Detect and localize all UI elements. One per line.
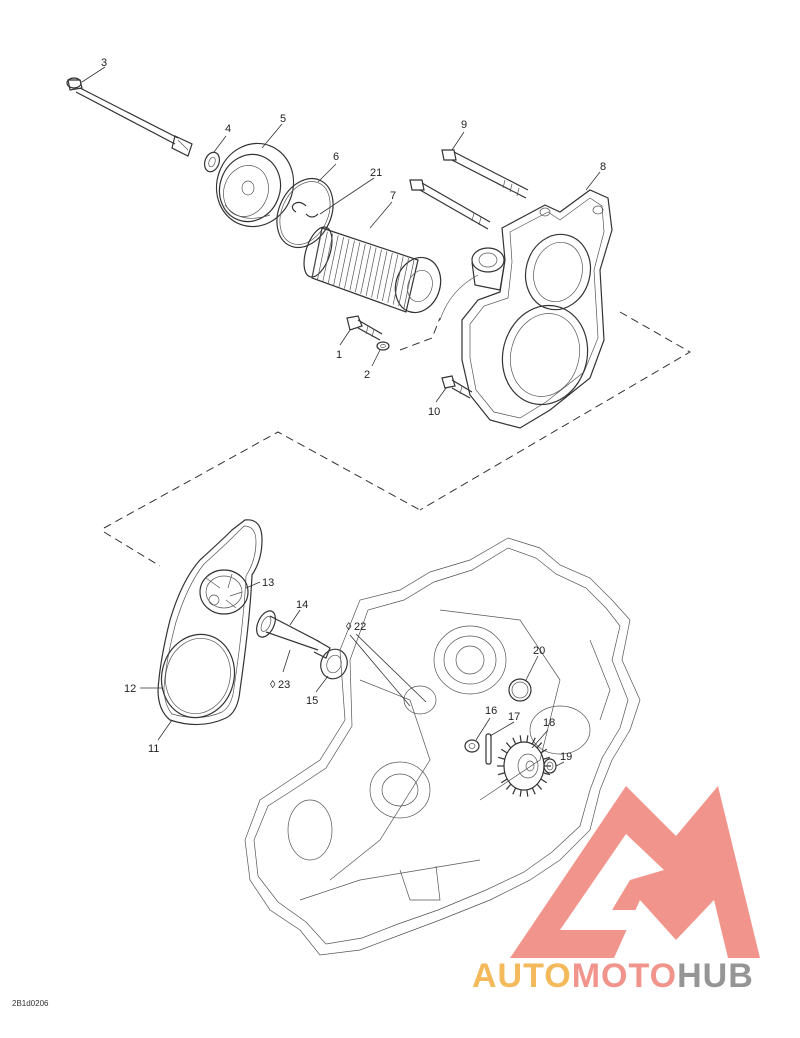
- callout-23: 23: [278, 679, 290, 691]
- callout-labels: 1 2 3 4 5 6 7 8 9 10 11 12 13 14 15 16 1…: [101, 57, 606, 763]
- part-12-o-ring: [160, 633, 236, 719]
- gear-tooth: [505, 783, 512, 790]
- automotohub-logo: AUTOMOTOHUB: [472, 786, 760, 995]
- callout-16: 16: [485, 705, 497, 717]
- part-7-oil-filter: [303, 226, 442, 314]
- part-10-bolt: [441, 375, 473, 399]
- callout-4: 4: [225, 123, 231, 135]
- logo-triangle-cutout: [560, 834, 664, 930]
- part-5-filter-cover: [215, 142, 295, 228]
- logo-text-hub: HUB: [677, 957, 754, 995]
- callout-3: 3: [101, 57, 107, 69]
- callout-13: 13: [262, 577, 274, 589]
- logo-text: AUTOMOTOHUB: [472, 957, 754, 995]
- gear-tooth: [497, 772, 505, 776]
- filter-pleat: [327, 235, 339, 284]
- gear-tooth: [512, 737, 517, 745]
- gear-tooth: [519, 735, 522, 743]
- gear-tooth: [540, 778, 548, 784]
- filter-pleat: [387, 254, 399, 303]
- part-3-long-bolt: [66, 77, 193, 157]
- filter-pleat: [311, 229, 323, 279]
- callout-15: 15: [306, 695, 318, 707]
- part-1-bolt: [346, 315, 383, 341]
- gear-tooth: [543, 772, 551, 776]
- callout-11: 11: [148, 743, 159, 755]
- gear-tooth: [505, 742, 512, 749]
- logo-text-moto: MOTO: [572, 957, 677, 995]
- filter-pleat: [354, 244, 366, 293]
- gear-tooth: [540, 748, 548, 754]
- part-11-cover-gasket: [157, 519, 263, 726]
- callout-2: 2: [364, 369, 370, 381]
- gear-tooth: [519, 789, 522, 797]
- callout-6: 6: [333, 151, 339, 163]
- callout-9: 9: [461, 119, 467, 131]
- filter-pleat: [333, 236, 344, 286]
- callout-12: 12: [124, 683, 136, 695]
- part-18-pump-gear: [497, 735, 551, 797]
- filter-pleat: [371, 249, 382, 298]
- filter-pleat: [382, 252, 393, 302]
- filter-pleat: [365, 247, 377, 296]
- callout-5: 5: [280, 113, 286, 125]
- filter-pleat: [403, 259, 415, 309]
- callout-7: 7: [390, 190, 396, 202]
- callout-1: 1: [336, 349, 342, 361]
- gear-tooth: [512, 787, 517, 795]
- gear-tooth: [526, 735, 529, 743]
- part-4-washer: [203, 151, 221, 173]
- callout-19: 19: [560, 751, 572, 763]
- part-6-o-ring: [276, 177, 334, 249]
- gear-tooth: [500, 778, 508, 784]
- filter-pleat: [322, 233, 334, 282]
- callout-18: 18: [543, 717, 555, 729]
- part-16-washer: [464, 739, 480, 753]
- part-9-bolt: [441, 149, 529, 199]
- gear-tooth: [531, 737, 536, 745]
- leader-lines: [81, 66, 601, 767]
- gear-tooth: [497, 756, 505, 760]
- callout-10: 10: [428, 406, 440, 418]
- callout-8: 8: [600, 161, 606, 173]
- filter-pleat: [392, 256, 404, 305]
- part-15-oil-seal: [320, 648, 348, 680]
- filter-pleat: [344, 240, 355, 289]
- lube-symbol-23: ◊: [270, 679, 276, 691]
- gear-tooth: [543, 756, 551, 760]
- callout-14: 14: [296, 599, 308, 611]
- callout-17: 17: [508, 711, 520, 723]
- gear-tooth: [531, 787, 536, 795]
- part-14-pump-shaft: [256, 610, 331, 659]
- lube-symbol-22: ◊: [346, 621, 352, 633]
- alignment-dashed-lines: [103, 311, 691, 567]
- part-20-o-ring: [508, 678, 532, 702]
- part-2-washer: [376, 341, 390, 351]
- filter-pleat: [360, 245, 372, 294]
- callout-22: 22: [354, 621, 366, 633]
- part-long-bolt-upper: [409, 179, 491, 230]
- part-8-pump-housing: [439, 189, 613, 429]
- filter-pleat: [317, 231, 328, 280]
- callout-20: 20: [533, 645, 545, 657]
- part-13-impeller: [199, 569, 249, 615]
- drawing-code: 2B1d0206: [12, 999, 49, 1008]
- gear-tooth: [526, 789, 529, 797]
- part-17-pin: [485, 733, 492, 765]
- callout-21: 21: [370, 167, 382, 179]
- filter-pleat: [376, 251, 388, 300]
- gear-tooth: [500, 748, 508, 754]
- gear-tooth: [536, 742, 543, 749]
- filter-pleat: [398, 258, 409, 307]
- logo-text-auto: AUTO: [472, 957, 572, 995]
- gear-tooth: [536, 783, 543, 790]
- filter-pleat: [338, 238, 350, 287]
- part-21-retaining-clip: [291, 201, 319, 218]
- filter-pleat: [349, 242, 361, 291]
